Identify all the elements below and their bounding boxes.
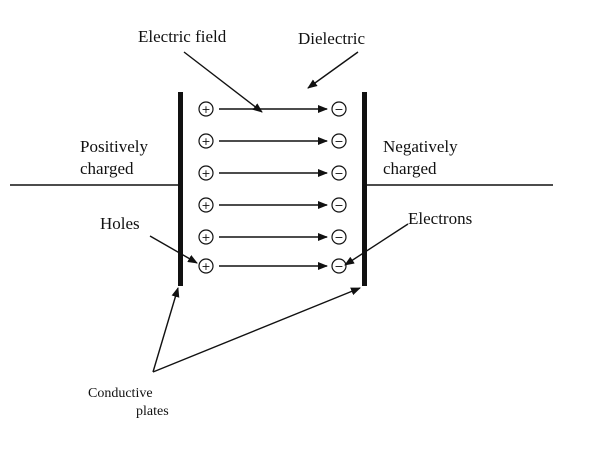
negative-charge-sign: − <box>334 167 343 180</box>
positive-charge-icon <box>198 133 214 149</box>
dielectric-pointer <box>307 51 359 89</box>
negative-charge-icon <box>331 133 347 149</box>
negative-charge-icon <box>331 229 347 245</box>
charge-rows: + − + − + − + − + − + − <box>198 101 347 274</box>
dielectric-label: Dielectric <box>298 29 365 48</box>
positive-charge-sign: + <box>201 260 210 273</box>
plates-label: plates <box>136 404 169 419</box>
negatively-label: Negatively <box>383 137 458 156</box>
right-plate-pointer <box>152 287 361 373</box>
negative-charge-sign: − <box>334 260 343 273</box>
electrons-pointer <box>344 223 409 266</box>
left-plate-pointer <box>152 287 180 373</box>
negative-charge-sign: − <box>334 135 343 148</box>
negative-charge-icon <box>331 165 347 181</box>
positive-charge-icon <box>198 229 214 245</box>
positively-label: Positively <box>80 137 149 156</box>
negative-charge-icon <box>331 197 347 213</box>
electric-field-label: Electric field <box>138 27 227 46</box>
positive-charge-sign: + <box>201 199 210 212</box>
holes-pointer <box>149 235 198 264</box>
electric-field-pointer <box>183 51 263 113</box>
negative-charge-sign: − <box>334 199 343 212</box>
electrons-label: Electrons <box>408 209 472 228</box>
negative-charge-sign: − <box>334 103 343 116</box>
positive-charge-icon <box>198 258 214 274</box>
positive-charge-icon <box>198 165 214 181</box>
negative-charge-sign: − <box>334 231 343 244</box>
charged-right-label: charged <box>383 159 437 178</box>
positive-charge-sign: + <box>201 103 210 116</box>
positive-charge-sign: + <box>201 231 210 244</box>
positive-charge-icon <box>198 197 214 213</box>
left-plate <box>178 92 183 286</box>
charged-left-label: charged <box>80 159 134 178</box>
positive-charge-icon <box>198 101 214 117</box>
positive-charge-sign: + <box>201 135 210 148</box>
negative-charge-icon <box>331 258 347 274</box>
conductive-label: Conductive <box>88 386 153 401</box>
negative-charge-icon <box>331 101 347 117</box>
positive-charge-sign: + <box>201 167 210 180</box>
right-plate <box>362 92 367 286</box>
holes-label: Holes <box>100 214 140 233</box>
